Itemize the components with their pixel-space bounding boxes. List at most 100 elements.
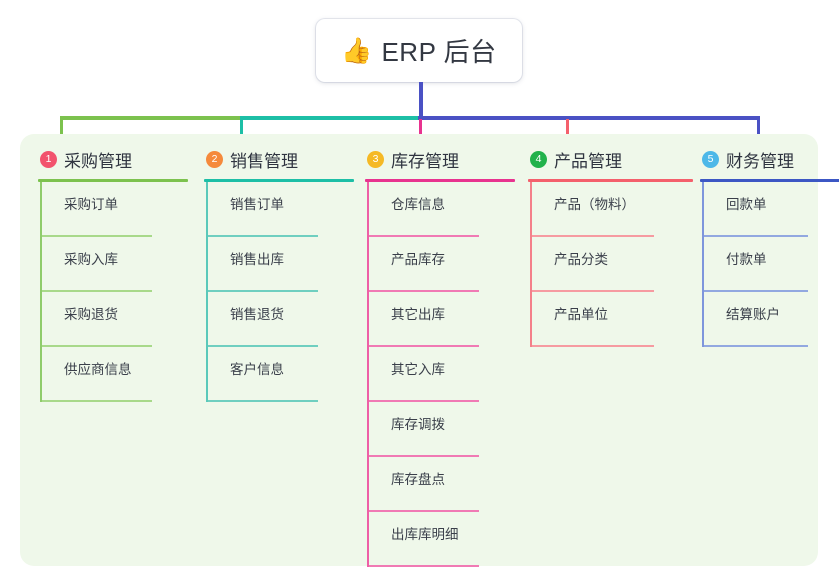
branch-items-2: 销售订单销售出库销售退货客户信息 xyxy=(204,182,354,402)
branch-item-rule xyxy=(208,235,318,237)
branch-item[interactable]: 产品分类 xyxy=(530,237,693,292)
branch-header-2[interactable]: 2 销售管理 xyxy=(204,146,354,172)
branch-item-rule xyxy=(369,345,479,347)
branch-item-label: 出库库明细 xyxy=(391,527,459,542)
branch-spine-5 xyxy=(702,182,704,347)
branch-item[interactable]: 库存调拨 xyxy=(367,402,515,457)
branch-items-4: 产品（物料） 产品分类产品单位 xyxy=(528,182,693,347)
branch-item[interactable]: 采购退货 xyxy=(40,292,188,347)
branch-badge-3: 3 xyxy=(367,150,384,168)
branch-item[interactable]: 供应商信息 xyxy=(40,347,188,402)
connector-bus-green xyxy=(60,116,418,120)
branch-item-label: 回款单 xyxy=(726,197,767,212)
branch-title-2: 销售管理 xyxy=(230,151,298,171)
branch-item-rule xyxy=(532,345,654,347)
branch-item-label: 仓库信息 xyxy=(391,197,445,212)
branch-item[interactable]: 采购入库 xyxy=(40,237,188,292)
branch-item[interactable]: 采购订单 xyxy=(40,182,188,237)
branch-item-rule xyxy=(42,290,152,292)
branch-item-rule xyxy=(369,290,479,292)
branch-item-rule xyxy=(42,400,152,402)
branch-item-rule xyxy=(532,290,654,292)
branch-header-4[interactable]: 4 产品管理 xyxy=(528,146,693,172)
branch-header-1[interactable]: 1 采购管理 xyxy=(38,146,188,172)
branch-badge-5: 5 xyxy=(702,150,719,168)
branch-spine-4 xyxy=(530,182,532,347)
branch-item[interactable]: 回款单 xyxy=(702,182,839,237)
branch-header-3[interactable]: 3 库存管理 xyxy=(365,146,515,172)
branch-item-rule xyxy=(704,235,808,237)
branch-item-label: 付款单 xyxy=(726,252,767,267)
branch-rule-5 xyxy=(700,179,839,182)
branch-column-sales: 2 销售管理 销售订单销售出库销售退货客户信息 xyxy=(204,146,354,402)
branch-item-label: 库存盘点 xyxy=(391,472,445,487)
branch-column-purchasing: 1 采购管理 采购订单采购入库采购退货供应商信息 xyxy=(38,146,188,402)
branch-item[interactable]: 产品库存 xyxy=(367,237,515,292)
branch-item-label: 库存调拨 xyxy=(391,417,445,432)
branch-item-label: 产品单位 xyxy=(554,307,608,322)
branch-badge-2: 2 xyxy=(206,150,223,168)
branch-item[interactable]: 库存盘点 xyxy=(367,457,515,512)
branch-item[interactable]: 客户信息 xyxy=(206,347,354,402)
branch-item-label: 销售出库 xyxy=(230,252,284,267)
branch-item-rule xyxy=(369,235,479,237)
branch-spine-3 xyxy=(367,182,369,567)
branch-title-3: 库存管理 xyxy=(391,151,459,171)
branch-spine-2 xyxy=(206,182,208,402)
branch-item-rule xyxy=(42,235,152,237)
branch-items-1: 采购订单采购入库采购退货供应商信息 xyxy=(38,182,188,402)
branches-panel xyxy=(20,134,818,566)
branch-item-rule xyxy=(208,345,318,347)
branch-item-label: 产品（物料） xyxy=(554,197,635,212)
branch-item-label: 采购订单 xyxy=(64,197,118,212)
branch-item[interactable]: 销售退货 xyxy=(206,292,354,347)
branch-rule-4 xyxy=(528,179,693,182)
branch-item-label: 采购退货 xyxy=(64,307,118,322)
branch-item-rule xyxy=(208,290,318,292)
branch-item-label: 采购入库 xyxy=(64,252,118,267)
branch-title-1: 采购管理 xyxy=(64,151,132,171)
branch-title-5: 财务管理 xyxy=(726,151,794,171)
branch-column-inventory: 3 库存管理 仓库信息产品库存其它出库其它入库库存调拨库存盘点出库库明细 xyxy=(365,146,515,567)
branch-item-label: 销售订单 xyxy=(230,197,284,212)
branch-item-rule xyxy=(704,345,808,347)
branch-item[interactable]: 其它出库 xyxy=(367,292,515,347)
branch-header-5[interactable]: 5 财务管理 xyxy=(700,146,839,172)
branch-item-rule xyxy=(704,290,808,292)
connector-bus-teal xyxy=(240,116,420,120)
branch-item-rule xyxy=(42,345,152,347)
branch-item[interactable]: 仓库信息 xyxy=(367,182,515,237)
branch-item[interactable]: 产品（物料） xyxy=(530,182,693,237)
branch-rule-1 xyxy=(38,179,188,182)
branch-item[interactable]: 产品单位 xyxy=(530,292,693,347)
branch-item-label: 其它入库 xyxy=(391,362,445,377)
branch-badge-1: 1 xyxy=(40,150,57,168)
branch-item-rule xyxy=(369,565,479,567)
branch-item-rule xyxy=(369,455,479,457)
branch-item[interactable]: 其它入库 xyxy=(367,347,515,402)
branch-items-3: 仓库信息产品库存其它出库其它入库库存调拨库存盘点出库库明细 xyxy=(365,182,515,567)
branch-item-rule xyxy=(532,235,654,237)
branch-item-label: 客户信息 xyxy=(230,362,284,377)
branch-item-label: 产品分类 xyxy=(554,252,608,267)
branch-item[interactable]: 付款单 xyxy=(702,237,839,292)
branch-rule-2 xyxy=(204,179,354,182)
root-connector-vertical xyxy=(419,82,423,120)
branch-spine-1 xyxy=(40,182,42,402)
branch-item-label: 结算账户 xyxy=(726,307,780,322)
thumbs-up-icon: 👍 xyxy=(341,36,373,65)
branch-item-label: 销售退货 xyxy=(230,307,284,322)
branch-item[interactable]: 销售出库 xyxy=(206,237,354,292)
branch-title-4: 产品管理 xyxy=(554,151,622,171)
branch-column-finance: 5 财务管理 回款单付款单结算账户 xyxy=(700,146,839,347)
branch-rule-3 xyxy=(365,179,515,182)
branch-item[interactable]: 出库库明细 xyxy=(367,512,515,567)
root-node[interactable]: 👍 ERP 后台 xyxy=(316,19,522,82)
branch-item-rule xyxy=(369,400,479,402)
branch-item[interactable]: 结算账户 xyxy=(702,292,839,347)
branch-badge-4: 4 xyxy=(530,150,547,168)
branch-column-product: 4 产品管理 产品（物料） 产品分类产品单位 xyxy=(528,146,693,347)
branch-item-rule xyxy=(208,400,318,402)
branch-item[interactable]: 销售订单 xyxy=(206,182,354,237)
